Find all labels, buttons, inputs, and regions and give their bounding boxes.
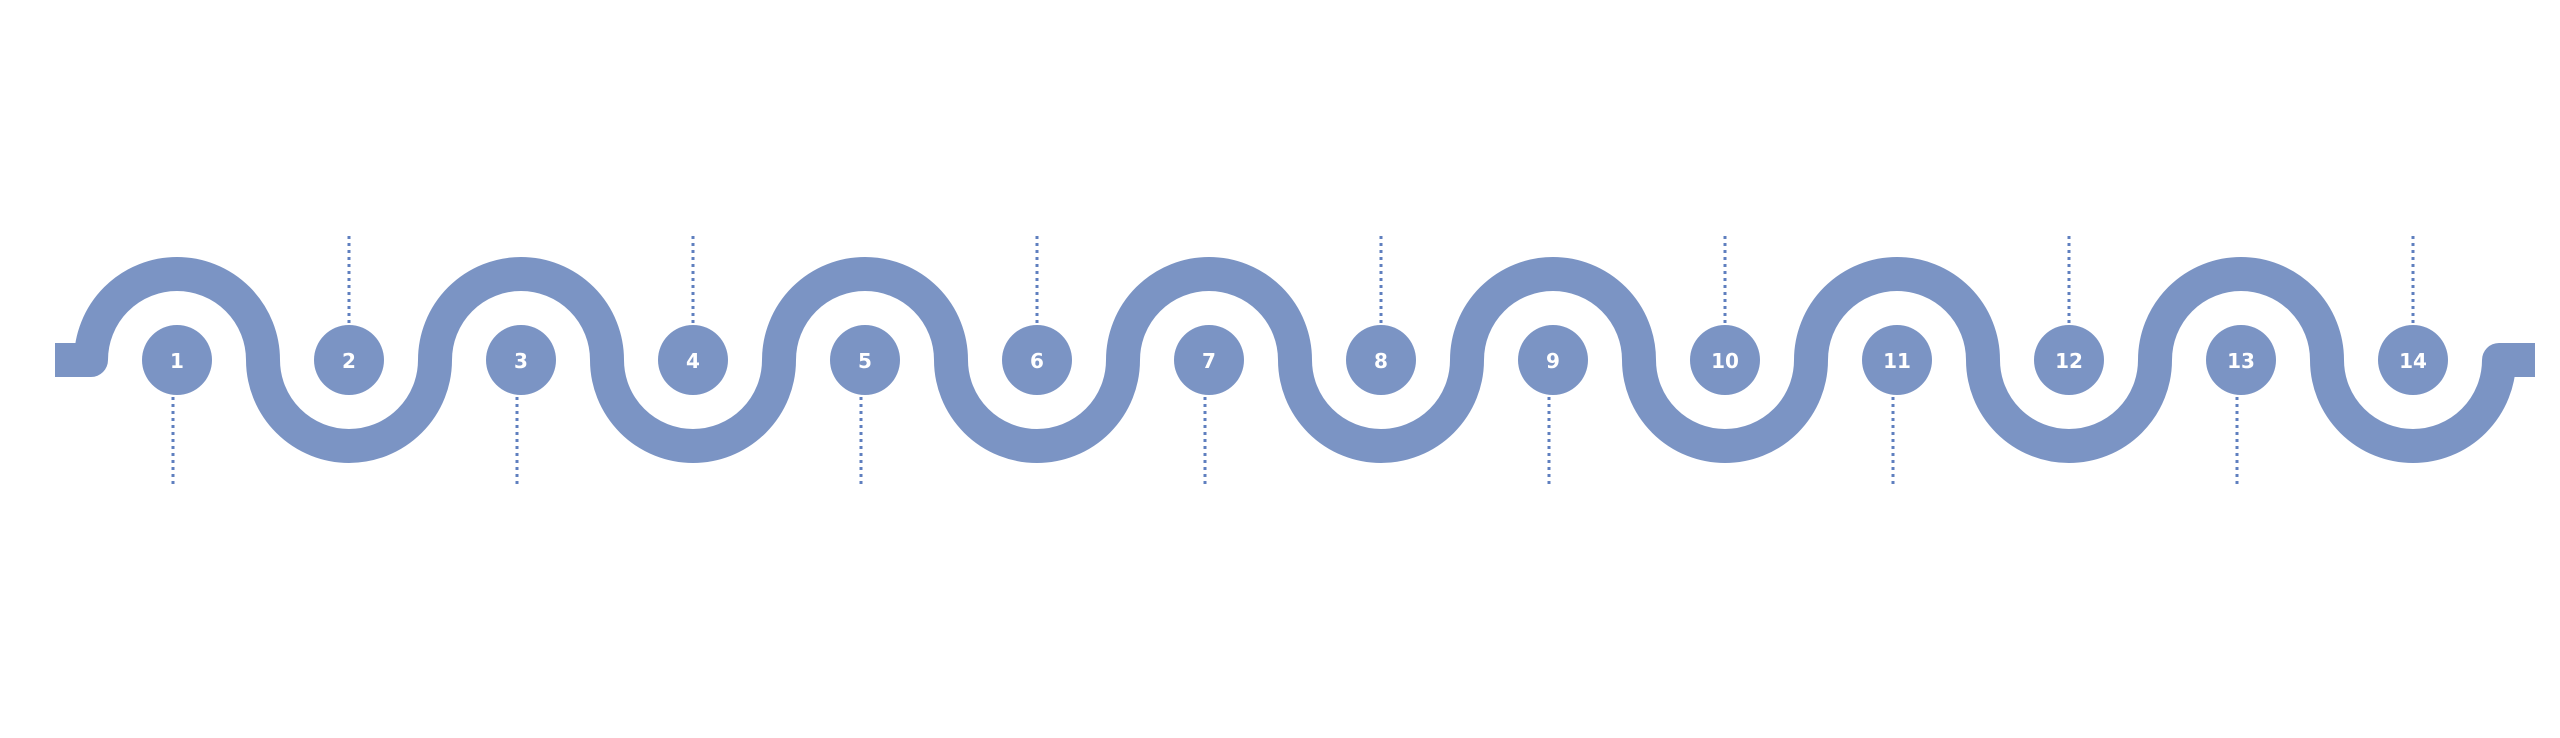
- step-marker-6: 6: [1002, 325, 1072, 395]
- step-marker-9: 9: [1518, 325, 1588, 395]
- step-number-label: 12: [2055, 349, 2083, 373]
- step-number-label: 2: [342, 349, 356, 373]
- step-marker-7: 7: [1174, 325, 1244, 395]
- step-circle: [658, 325, 728, 395]
- step-number-label: 11: [1883, 349, 1911, 373]
- step-circle: [1346, 325, 1416, 395]
- step-circle: [1518, 325, 1588, 395]
- step-marker-1: 1: [142, 325, 212, 395]
- step-number-label: 1: [170, 349, 184, 373]
- connector-lines: [171, 236, 2415, 484]
- step-number-label: 6: [1030, 349, 1044, 373]
- step-circle: [1862, 325, 1932, 395]
- step-circle: [314, 325, 384, 395]
- step-marker-12: 12: [2034, 325, 2104, 395]
- step-marker-8: 8: [1346, 325, 1416, 395]
- step-marker-5: 5: [830, 325, 900, 395]
- step-circle: [2206, 325, 2276, 395]
- step-number-label: 13: [2227, 349, 2255, 373]
- step-circle: [1174, 325, 1244, 395]
- step-number-label: 9: [1546, 349, 1560, 373]
- step-marker-3: 3: [486, 325, 556, 395]
- step-number-label: 7: [1202, 349, 1216, 373]
- step-circle: [142, 325, 212, 395]
- step-circle: [2378, 325, 2448, 395]
- step-number-label: 10: [1711, 349, 1739, 373]
- step-number-label: 8: [1374, 349, 1388, 373]
- wave-path: [55, 257, 2535, 463]
- step-marker-11: 11: [1862, 325, 1932, 395]
- step-number-label: 4: [686, 349, 700, 373]
- step-circle: [486, 325, 556, 395]
- step-number-label: 3: [514, 349, 528, 373]
- step-marker-14: 14: [2378, 325, 2448, 395]
- step-number-label: 5: [858, 349, 872, 373]
- step-marker-4: 4: [658, 325, 728, 395]
- step-number-label: 14: [2399, 349, 2427, 373]
- step-marker-10: 10: [1690, 325, 1760, 395]
- step-circle: [1002, 325, 1072, 395]
- step-circle: [1690, 325, 1760, 395]
- step-marker-13: 13: [2206, 325, 2276, 395]
- step-circle: [2034, 325, 2104, 395]
- step-circle: [830, 325, 900, 395]
- step-marker-2: 2: [314, 325, 384, 395]
